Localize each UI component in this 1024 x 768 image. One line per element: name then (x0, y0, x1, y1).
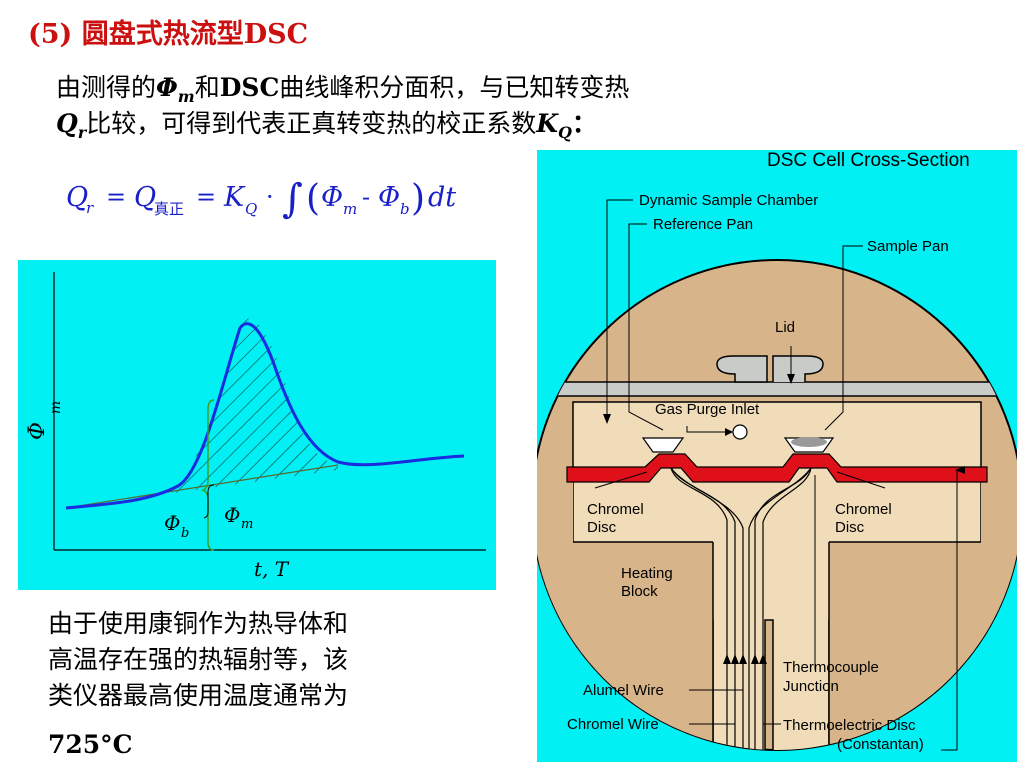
label-chromel-wire: Chromel Wire (567, 716, 659, 733)
intro-text-b: 和 (194, 73, 220, 102)
formula-real: 真正 (154, 200, 184, 218)
note-line-1: 由于使用康铜作为热导体和 (48, 609, 349, 638)
label-heating-block-1: Heating (621, 565, 673, 582)
formula-minus: - (362, 183, 370, 211)
k-subscript: Q (557, 123, 572, 142)
label-dynamic-chamber: Dynamic Sample Chamber (639, 192, 818, 209)
colon: ： (571, 109, 597, 138)
phi-m-label: Φ (224, 503, 240, 527)
y-axis-label-sub: m (48, 401, 64, 414)
cell-diagram-title: DSC Cell Cross-Section (767, 150, 970, 171)
section-heading: (5) 圆盘式热流型DSC (28, 19, 309, 50)
note-line-3: 类仪器最高使用温度通常为 (48, 681, 349, 710)
label-gas-purge: Gas Purge Inlet (655, 401, 760, 418)
phi-m-brace (200, 399, 215, 551)
y-axis-label: Φ (25, 422, 50, 440)
label-lid: Lid (775, 319, 795, 336)
x-axis-label: t, T (254, 557, 290, 581)
phi-b-sub: b (181, 526, 189, 541)
gas-purge-inlet (732, 424, 748, 440)
phi-subscript: m (177, 87, 195, 106)
k-symbol: K (536, 109, 558, 138)
chromel-disc-strip (566, 453, 988, 483)
label-chromel-disc-left-1: Chromel (587, 501, 644, 518)
formula-phi-b: Φ (378, 182, 400, 213)
dsc-cell-diagram: Dynamic Sample Chamber Reference Pan Sam… (537, 150, 1017, 762)
formula-eq2: = (196, 183, 216, 211)
formula-dt: dt (428, 182, 456, 213)
label-alumel-wire: Alumel Wire (583, 682, 664, 699)
reference-pan (641, 437, 685, 453)
label-constantan: (Constantan) (837, 736, 924, 753)
calibration-formula: Q r = Q 真正 = K Q · ∫ ( Φ m - Φ b ) dt (56, 158, 526, 238)
q-symbol: Q (56, 109, 78, 138)
label-reference-pan: Reference Pan (653, 216, 753, 233)
dsc-term: DSC (219, 73, 280, 102)
dsc-curve (65, 322, 465, 510)
lid-knob (716, 355, 824, 383)
formula-lparen: ( (306, 178, 320, 219)
dsc-peak-graph: Φ m Φ b Φ m t, T (18, 260, 496, 590)
formula-integral: ∫ (282, 176, 303, 222)
phi-b-brace (203, 484, 215, 519)
formula-q2: Q (134, 182, 156, 213)
baseline (65, 464, 339, 509)
label-sample-pan: Sample Pan (867, 238, 949, 255)
label-chromel-disc-right-1: Chromel (835, 501, 892, 518)
formula-rparen: ) (411, 178, 425, 219)
phi-m-sub: m (241, 517, 253, 532)
note-line-2: 高温存在强的热辐射等，该 (48, 645, 349, 674)
formula-eq1: = (106, 183, 126, 211)
label-thermocouple-1: Thermocouple (783, 659, 879, 676)
note-paragraph: 由于使用康铜作为热导体和 高温存在强的热辐射等，该 类仪器最高使用温度通常为 (48, 606, 468, 714)
label-thermoelectric-disc: Thermoelectric Disc (783, 717, 916, 734)
label-chromel-disc-left-2: Disc (587, 519, 617, 536)
intro-text-c: 曲线峰积分面积，与已知转变热 (279, 73, 630, 102)
intro-text-d: 比较，可得到代表正真转变热的校正系数 (86, 109, 537, 138)
formula-dot: · (266, 183, 274, 211)
phi-b-label: Φ (164, 511, 180, 535)
formula-r: r (86, 199, 94, 217)
label-thermocouple-2: Junction (783, 678, 839, 695)
label-chromel-disc-right-2: Disc (835, 519, 865, 536)
formula-kq: Q (245, 200, 257, 218)
formula-m: m (343, 200, 357, 218)
formula-k: K (223, 182, 246, 213)
formula-b: b (400, 200, 410, 218)
intro-line-1: 由测得的Φm和DSC曲线峰积分面积，与已知转变热 (56, 72, 629, 113)
label-heating-block-2: Block (621, 583, 658, 600)
lid-plate (537, 381, 1017, 397)
max-temperature: 725°C (48, 730, 133, 759)
formula-q: Q (66, 182, 88, 213)
formula-phi-m: Φ (321, 182, 343, 213)
intro-line-2: Qr比较，可得到代表正真转变热的校正系数KQ： (56, 108, 597, 149)
q-subscript: r (77, 123, 87, 142)
intro-text-a: 由测得的 (56, 73, 157, 102)
sample-material (791, 437, 827, 447)
phi-symbol: Φ (156, 73, 178, 102)
